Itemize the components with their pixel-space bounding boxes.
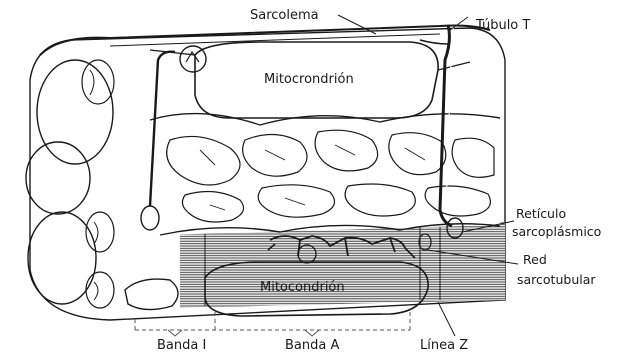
banda-a-label: Banda A [285, 338, 339, 352]
mitocondrion-top-label: Mitocrondrión [264, 72, 354, 87]
mitocondrion-bottom-label: Mitocondrión [260, 280, 345, 295]
banda-i-label: Banda I [157, 338, 206, 352]
sarcolema-label: Sarcolema [250, 8, 319, 23]
linea-z-label: Línea Z [420, 338, 468, 352]
red-label-line2: sarcotubular [517, 272, 596, 287]
reticulo-label-line1: Retículo [516, 206, 566, 221]
tubulo-t-label: Túbulo T [475, 18, 530, 33]
myofibril-cross-sections [26, 60, 114, 308]
red-label-line1: Red [523, 252, 547, 267]
reticulo-label-line2: sarcoplásmico [512, 224, 601, 239]
